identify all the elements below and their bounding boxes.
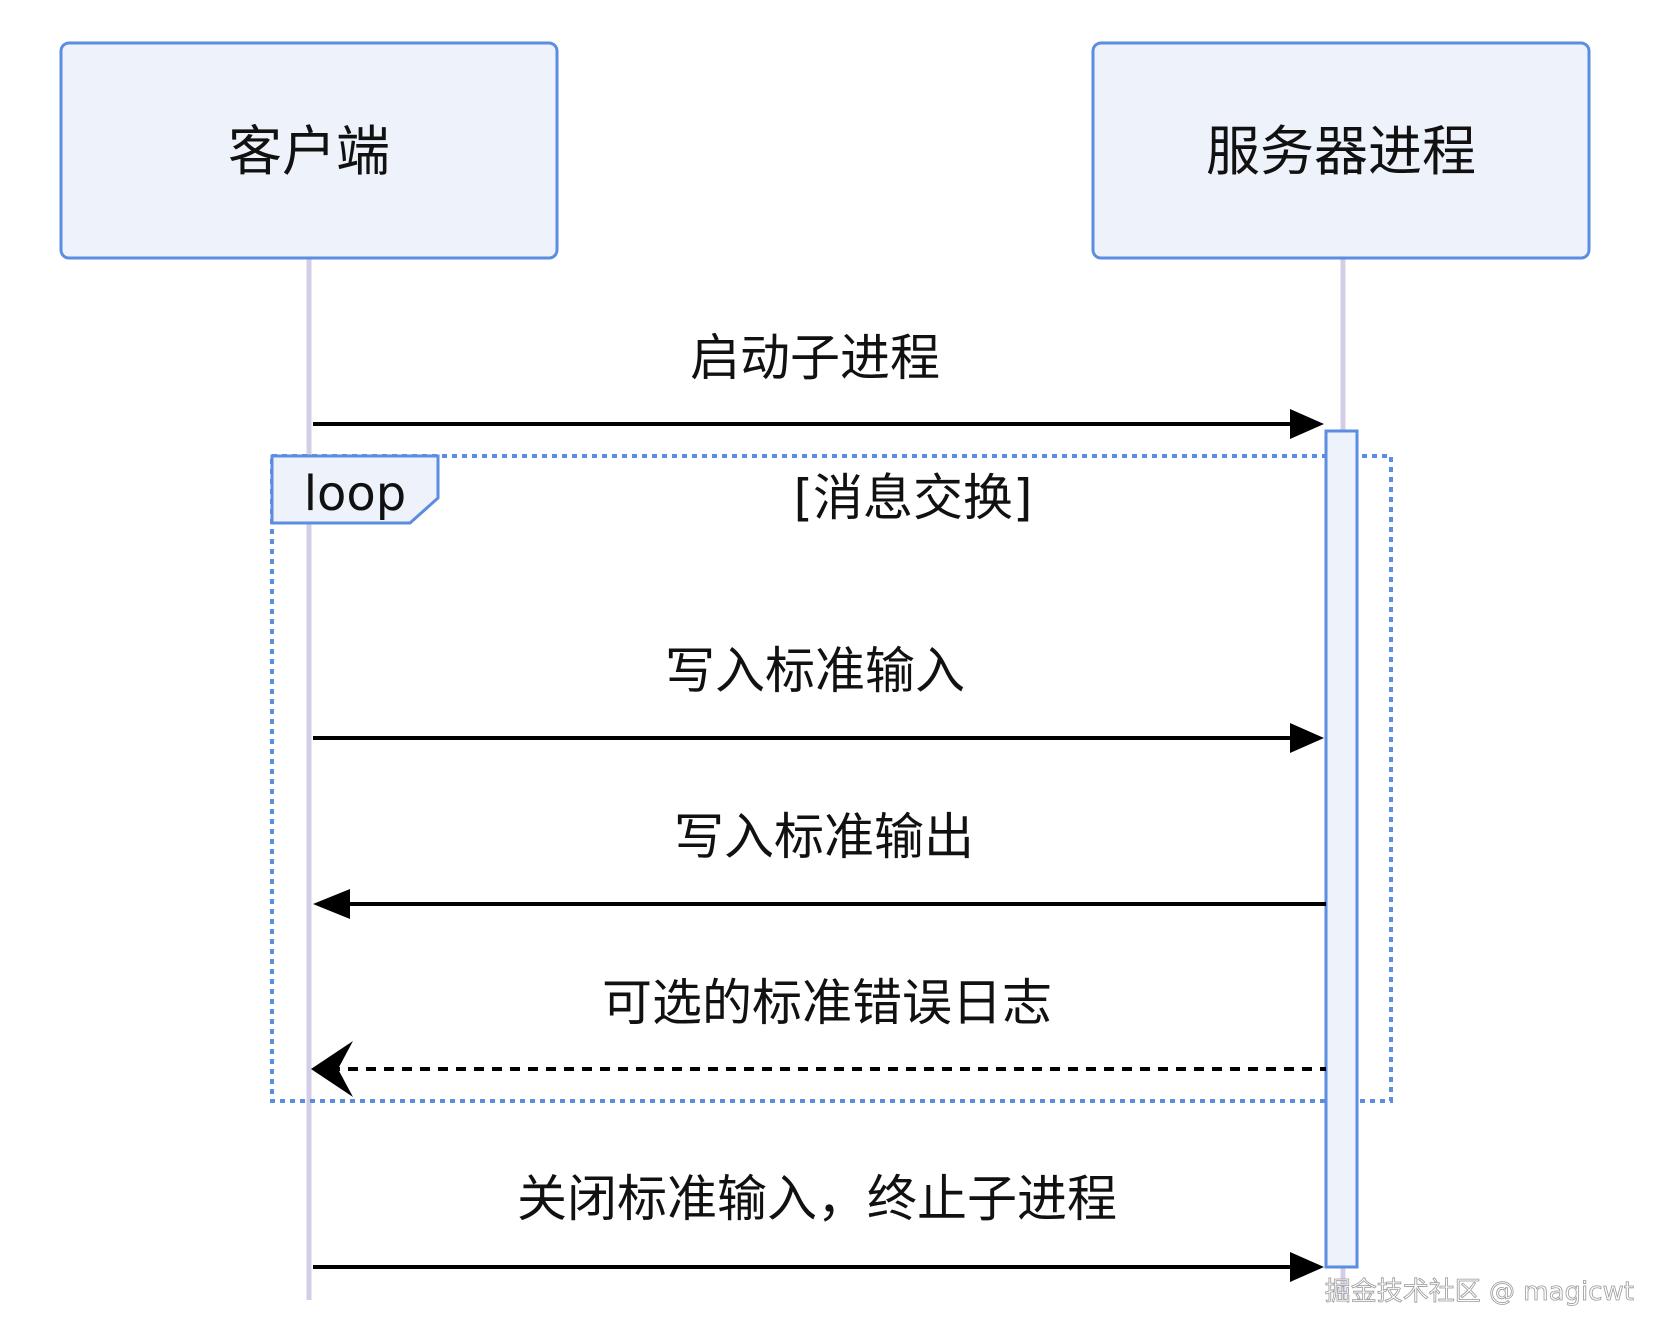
message-write-stdout: 写入标准输出 bbox=[313, 808, 1326, 919]
arrowhead-icon bbox=[1290, 1252, 1324, 1282]
arrowhead-icon bbox=[313, 889, 350, 919]
open-arrowhead-icon bbox=[311, 1041, 353, 1097]
message-label: 写入标准输入 bbox=[665, 642, 965, 700]
watermark: 掘金技术社区 @ magicwt bbox=[1325, 1277, 1634, 1307]
loop-tag: loop bbox=[304, 466, 407, 522]
participant-client: 客户端 bbox=[59, 41, 559, 260]
message-label: 可选的标准错误日志 bbox=[602, 974, 1052, 1032]
loop-tag-box bbox=[270, 454, 440, 525]
message-start-subprocess: 启动子进程 bbox=[313, 329, 1324, 439]
loop-condition: [消息交换] bbox=[793, 469, 1032, 527]
message-write-stdin: 写入标准输入 bbox=[313, 642, 1324, 753]
arrowhead-icon bbox=[1290, 723, 1324, 753]
message-stderr-log: 可选的标准错误日志 bbox=[311, 974, 1326, 1097]
participant-server: 服务器进程 bbox=[1091, 41, 1591, 260]
message-label: 写入标准输出 bbox=[674, 808, 974, 866]
message-close-stdin-terminate: 关闭标准输入，终止子进程 bbox=[313, 1170, 1324, 1282]
message-label: 关闭标准输入，终止子进程 bbox=[517, 1170, 1117, 1228]
arrowhead-icon bbox=[1290, 409, 1324, 439]
server-activation-bar bbox=[1324, 429, 1359, 1269]
loop-frame: loop [消息交换] bbox=[270, 454, 1393, 1103]
participant-server-label: 服务器进程 bbox=[1206, 120, 1476, 183]
message-label: 启动子进程 bbox=[690, 329, 940, 387]
participant-client-label: 客户端 bbox=[228, 120, 390, 183]
